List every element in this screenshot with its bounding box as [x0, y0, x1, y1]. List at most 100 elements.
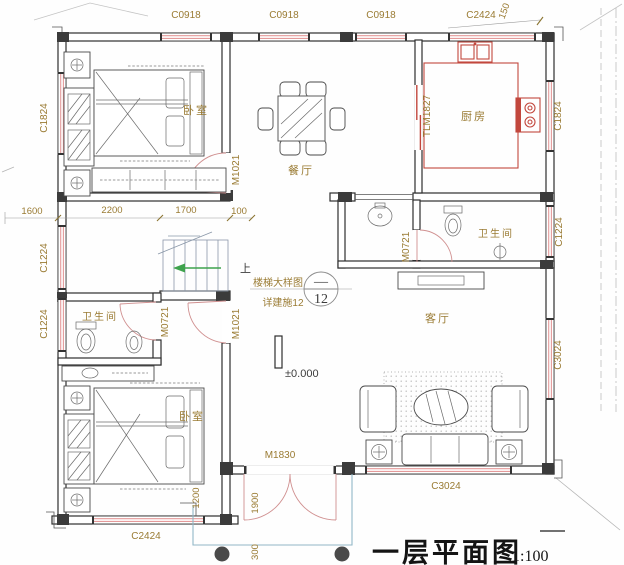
wall-bedroom1-east	[221, 32, 231, 154]
window-label: C3024	[431, 481, 461, 492]
window-label: C1224	[39, 309, 50, 339]
window-label: C2424	[466, 10, 496, 21]
window-c1224-left-2	[57, 298, 67, 352]
wall-washroom-west	[337, 199, 346, 269]
drawing-title: 一层平面图	[372, 538, 522, 565]
dining-table	[277, 95, 326, 142]
dimension-100: 100	[231, 206, 247, 217]
room-label-bedroom2: 卧室	[179, 409, 205, 423]
wardrobe	[63, 413, 95, 485]
dimension-1200: 1200	[191, 487, 202, 508]
stair-note-2: 详建施12	[262, 296, 304, 309]
stair-detail-callout: — 12	[250, 271, 352, 307]
room-label-bath2: 卫生间	[82, 310, 118, 323]
window-c2424-top	[448, 32, 536, 42]
window-label: C0918	[269, 10, 299, 21]
window-label: C2424	[131, 531, 161, 542]
door-m0721-bath1	[412, 229, 453, 263]
window-c1224-left-1	[57, 225, 67, 290]
window-label: C1224	[39, 243, 50, 273]
armchair	[491, 385, 529, 433]
bed	[93, 387, 205, 485]
chair	[305, 81, 327, 98]
dining-furniture	[257, 81, 346, 156]
window-c0918-2	[258, 32, 310, 42]
kitchen-fixtures	[423, 41, 541, 169]
coffee-table	[413, 388, 469, 426]
washroom-fixtures	[367, 202, 393, 227]
window-label: C1224	[554, 217, 565, 247]
labels: C0918 C0918 C0918 C2424 150 C1824 C1224 …	[21, 2, 565, 560]
wall-bedroom2-east	[221, 342, 231, 467]
window-label: C0918	[366, 10, 396, 21]
porch	[192, 474, 565, 562]
side-table-lamp	[365, 439, 393, 465]
level-mark: ±0.000	[285, 368, 319, 380]
dimension-1700: 1700	[175, 205, 196, 216]
stair-direction-arrow	[173, 263, 221, 273]
door-label: M1830	[265, 450, 296, 461]
wall-bath2-south	[57, 357, 162, 366]
staircase	[157, 231, 229, 292]
door-label: M0721	[160, 306, 171, 337]
window-c1824-right	[545, 80, 555, 152]
armchair	[359, 385, 397, 433]
door-m1830-entry-double	[243, 465, 337, 521]
room-label-kitchen: 厨房	[461, 110, 487, 123]
window-c0918-3	[355, 32, 407, 42]
chair	[257, 107, 274, 131]
window-c2424-bottom	[92, 515, 205, 525]
bath1-fixtures	[443, 205, 507, 260]
door-m0721-bath2	[119, 301, 157, 341]
window-c3024-right	[545, 318, 555, 400]
dimension-1900: 1900	[250, 492, 261, 513]
stair-up-label: 上	[240, 262, 251, 275]
room-label-dining: 餐厅	[288, 163, 314, 177]
side-table-lamp	[495, 439, 523, 465]
title-block: 一层平面图 1:100	[372, 538, 548, 565]
window-label: C3024	[553, 340, 564, 370]
living-furniture	[359, 271, 529, 466]
window-label: C1824	[553, 101, 564, 131]
wall-bath2-north	[57, 292, 161, 302]
chair	[329, 107, 346, 131]
room-label-bedroom1: 卧室	[183, 103, 209, 117]
dimension-300: 300	[250, 544, 261, 560]
bed	[93, 69, 205, 157]
dimension-lines	[4, 16, 544, 224]
kitchen-sink	[457, 41, 493, 63]
window-label: C1824	[39, 103, 50, 133]
drawing-scale: 1:100	[512, 548, 548, 565]
stove	[515, 97, 541, 133]
dresser	[91, 167, 227, 193]
wall-hall-stub	[274, 335, 283, 369]
door-label: M1021	[231, 308, 242, 339]
bath2-fixtures	[61, 321, 155, 382]
porch-column	[214, 546, 230, 562]
windows-graphics	[57, 32, 555, 525]
wall-bath2-east-a	[152, 292, 162, 303]
wall-bath1-west-a	[412, 199, 421, 231]
bedroom1-furniture	[63, 51, 227, 197]
porch-column	[334, 546, 350, 562]
door-label: M1021	[231, 154, 242, 185]
wall-hall-north-b	[412, 192, 555, 202]
dimension-2200: 2200	[101, 205, 122, 216]
wardrobe	[63, 87, 95, 167]
room-label-bath1: 卫生间	[478, 227, 514, 240]
dimension-1600: 1600	[21, 206, 42, 217]
detail-bubble-number: 12	[314, 292, 328, 307]
room-label-living: 客厅	[425, 311, 451, 325]
stair-note-1: 楼梯大样图	[253, 276, 303, 289]
window-label: C0918	[171, 10, 201, 21]
vanity-counter	[61, 365, 155, 382]
bedroom2-furniture	[63, 382, 205, 513]
detail-bubble-dash: —	[313, 275, 329, 290]
wall-hall-south	[337, 260, 555, 269]
sofa	[401, 433, 489, 466]
chair	[279, 139, 301, 156]
chair	[279, 81, 301, 98]
door-label: TLM1827	[422, 94, 433, 137]
